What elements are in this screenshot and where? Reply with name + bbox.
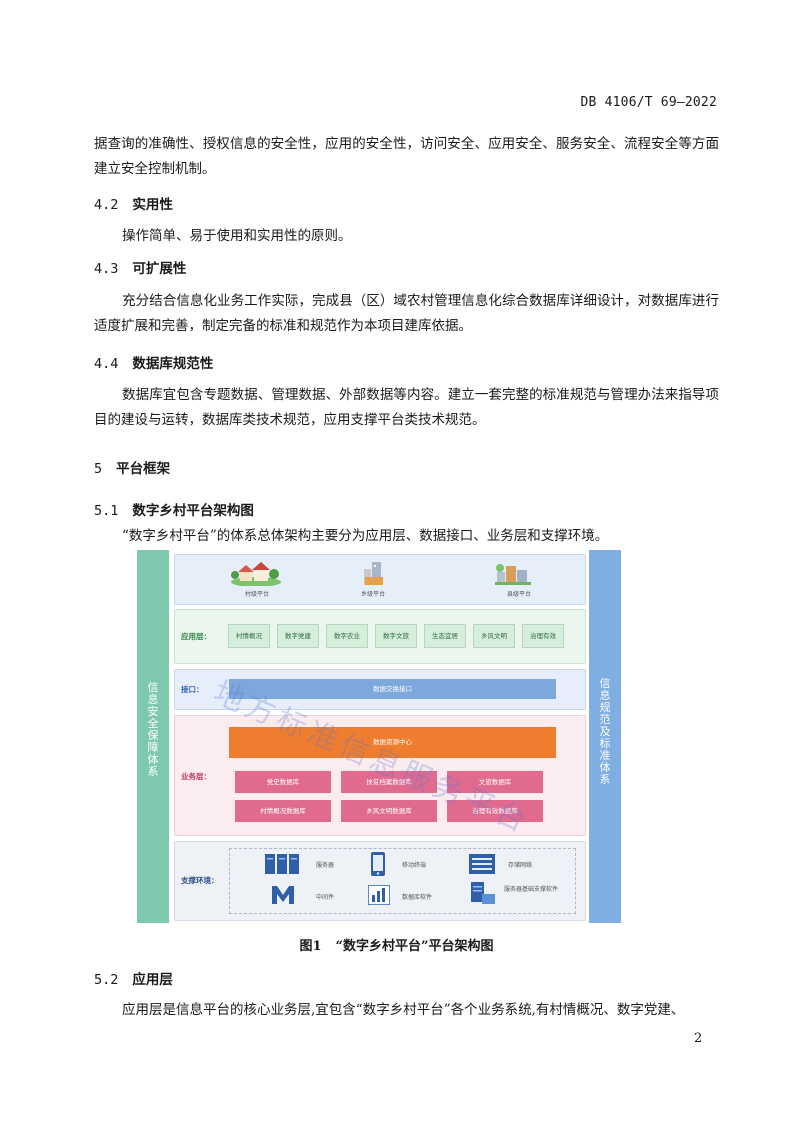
paragraph-text: 数据库宜包含专题数据、管理数据、外部数据等内容。建立一套完整的标准规范与管理办法… [94, 387, 719, 428]
standards-system-bar: 信息规范及标准体系 [589, 550, 621, 923]
paragraph-text: “数字乡村平台”的体系总体架构主要分为应用层、数据接口、业务层和支撑环境。 [122, 528, 609, 544]
village-platform-label: 村级平台 [245, 591, 270, 598]
paragraph-text: 充分结合信息化业务工作实际，完成县（区）域农村管理信息化综合数据库详细设计，对数… [94, 293, 719, 334]
security-system-label: 信息安全保障体系 [147, 681, 159, 778]
heading-text: 平台框架 [116, 461, 171, 477]
standards-system-label: 信息规范及标准体系 [599, 677, 611, 786]
mobile-terminal-icon [371, 852, 385, 876]
heading-5-2: 5.2 应用层 [94, 968, 173, 988]
server-icon [265, 854, 299, 874]
architecture-diagram: 信息安全保障体系 信息规范及标准体系 村级平台 乡级平台 县级平台 应用层： 村 [137, 550, 621, 923]
business-layer: 业务层： 数据资源中心 党史数据库 扶贫档案数据库 文旅数据库 村情概况数据库 … [174, 715, 586, 836]
paragraph-practicality: 操作简单、易于使用和实用性的原则。 [94, 224, 719, 249]
platform-row: 村级平台 乡级平台 县级平台 [174, 554, 586, 605]
caption-text: “数字乡村平台”平台架构图 [335, 939, 494, 954]
paragraph-architecture-intro: “数字乡村平台”的体系总体架构主要分为应用层、数据接口、业务层和支撑环境。 [94, 524, 719, 549]
heading-text: 应用层 [132, 972, 173, 988]
township-platform-label: 乡级平台 [361, 591, 386, 598]
app-item: 数字党建 [277, 624, 319, 648]
app-item: 治理有效 [522, 624, 564, 648]
paragraph-application-layer: 应用层是信息平台的核心业务层,宜包含“数字乡村平台”各个业务系统,有村情概况、数… [94, 998, 719, 1023]
interface-layer: 接口： 数据交换接口 [174, 669, 586, 710]
paragraph-database-norms: 数据库宜包含专题数据、管理数据、外部数据等内容。建立一套完整的标准规范与管理办法… [94, 383, 719, 433]
server-base-software-icon [471, 882, 495, 904]
heading-text: 实用性 [132, 197, 173, 213]
heading-text: 可扩展性 [132, 261, 187, 277]
county-platform-icon [495, 564, 531, 585]
paragraph-text: 操作简单、易于使用和实用性的原则。 [122, 228, 352, 244]
support-items-frame [229, 848, 576, 914]
heading-number: 5.2 [94, 972, 119, 988]
middleware-icon [272, 886, 294, 904]
app-item: 数字农业 [326, 624, 368, 648]
business-db-item: 村情概况数据库 [235, 800, 331, 822]
business-layer-label: 业务层： [181, 772, 211, 781]
caption-number: 图1 [299, 939, 322, 954]
storage-network-icon [469, 854, 495, 874]
app-item: 数字文旅 [375, 624, 417, 648]
township-platform-icon [364, 562, 383, 585]
paragraph-text: 应用层是信息平台的核心业务层,宜包含“数字乡村平台”各个业务系统,有村情概况、数… [122, 1002, 685, 1018]
data-resource-center: 数据资源中心 [229, 727, 556, 758]
business-db-item: 党史数据库 [235, 771, 331, 793]
data-exchange-interface-bar: 数据交换接口 [229, 679, 556, 699]
support-layer-label: 支撑环境： [181, 876, 219, 885]
storage-network-label: 存储网络 [508, 862, 533, 869]
heading-text: 数字乡村平台架构图 [132, 503, 254, 519]
paragraph-security: 据查询的准确性、授权信息的安全性，应用的安全性，访问安全、应用安全、服务安全、流… [94, 132, 719, 182]
heading-5-1: 5.1 数字乡村平台架构图 [94, 499, 254, 519]
heading-number: 4.3 [94, 261, 119, 277]
app-item: 乡风文明 [473, 624, 515, 648]
heading-text: 数据库规范性 [132, 356, 214, 372]
business-db-item: 文旅数据库 [447, 771, 543, 793]
figure-caption: 图1 “数字乡村平台”平台架构图 [0, 935, 793, 954]
application-layer: 应用层： 村情概况 数字党建 数字农业 数字文旅 生态宜居 乡风文明 治理有效 [174, 609, 586, 664]
business-db-item: 治理有效数据库 [447, 800, 543, 822]
business-db-item: 乡风文明数据库 [341, 800, 437, 822]
heading-number: 5 [94, 461, 103, 477]
page-number: 2 [694, 1031, 703, 1046]
interface-layer-label: 接口： [181, 685, 204, 694]
heading-4-3: 4.3 可扩展性 [94, 257, 186, 277]
paragraph-text: 据查询的准确性、授权信息的安全性，应用的安全性，访问安全、应用安全、服务安全、流… [94, 136, 719, 177]
database-software-label: 数据库软件 [402, 894, 433, 901]
server-label: 服务器 [316, 862, 335, 869]
security-system-bar: 信息安全保障体系 [137, 550, 169, 923]
heading-4-4: 4.4 数据库规范性 [94, 352, 213, 372]
paragraph-scalability: 充分结合信息化业务工作实际，完成县（区）域农村管理信息化综合数据库详细设计，对数… [94, 289, 719, 339]
heading-5: 5 平台框架 [94, 457, 170, 477]
business-db-item: 扶贫档案数据库 [341, 771, 437, 793]
app-item: 生态宜居 [424, 624, 466, 648]
database-software-icon [368, 885, 390, 905]
heading-number: 4.2 [94, 197, 119, 213]
app-item: 村情概况 [228, 624, 270, 648]
heading-number: 4.4 [94, 356, 119, 372]
support-layer: 支撑环境： 服务器 移动终端 存储网络 中间件 数据库软件 服务器基础支撑软件 [174, 841, 586, 921]
server-base-software-label: 服务器基础支撑软件 [504, 886, 559, 893]
mobile-terminal-label: 移动终端 [402, 862, 427, 869]
document-code: DB 4106/T 69—2022 [580, 95, 717, 110]
heading-4-2: 4.2 实用性 [94, 193, 173, 213]
application-layer-label: 应用层： [181, 632, 211, 641]
heading-number: 5.1 [94, 503, 119, 519]
middleware-label: 中间件 [316, 894, 335, 901]
county-platform-label: 县级平台 [507, 591, 532, 598]
village-platform-icon [231, 562, 281, 586]
